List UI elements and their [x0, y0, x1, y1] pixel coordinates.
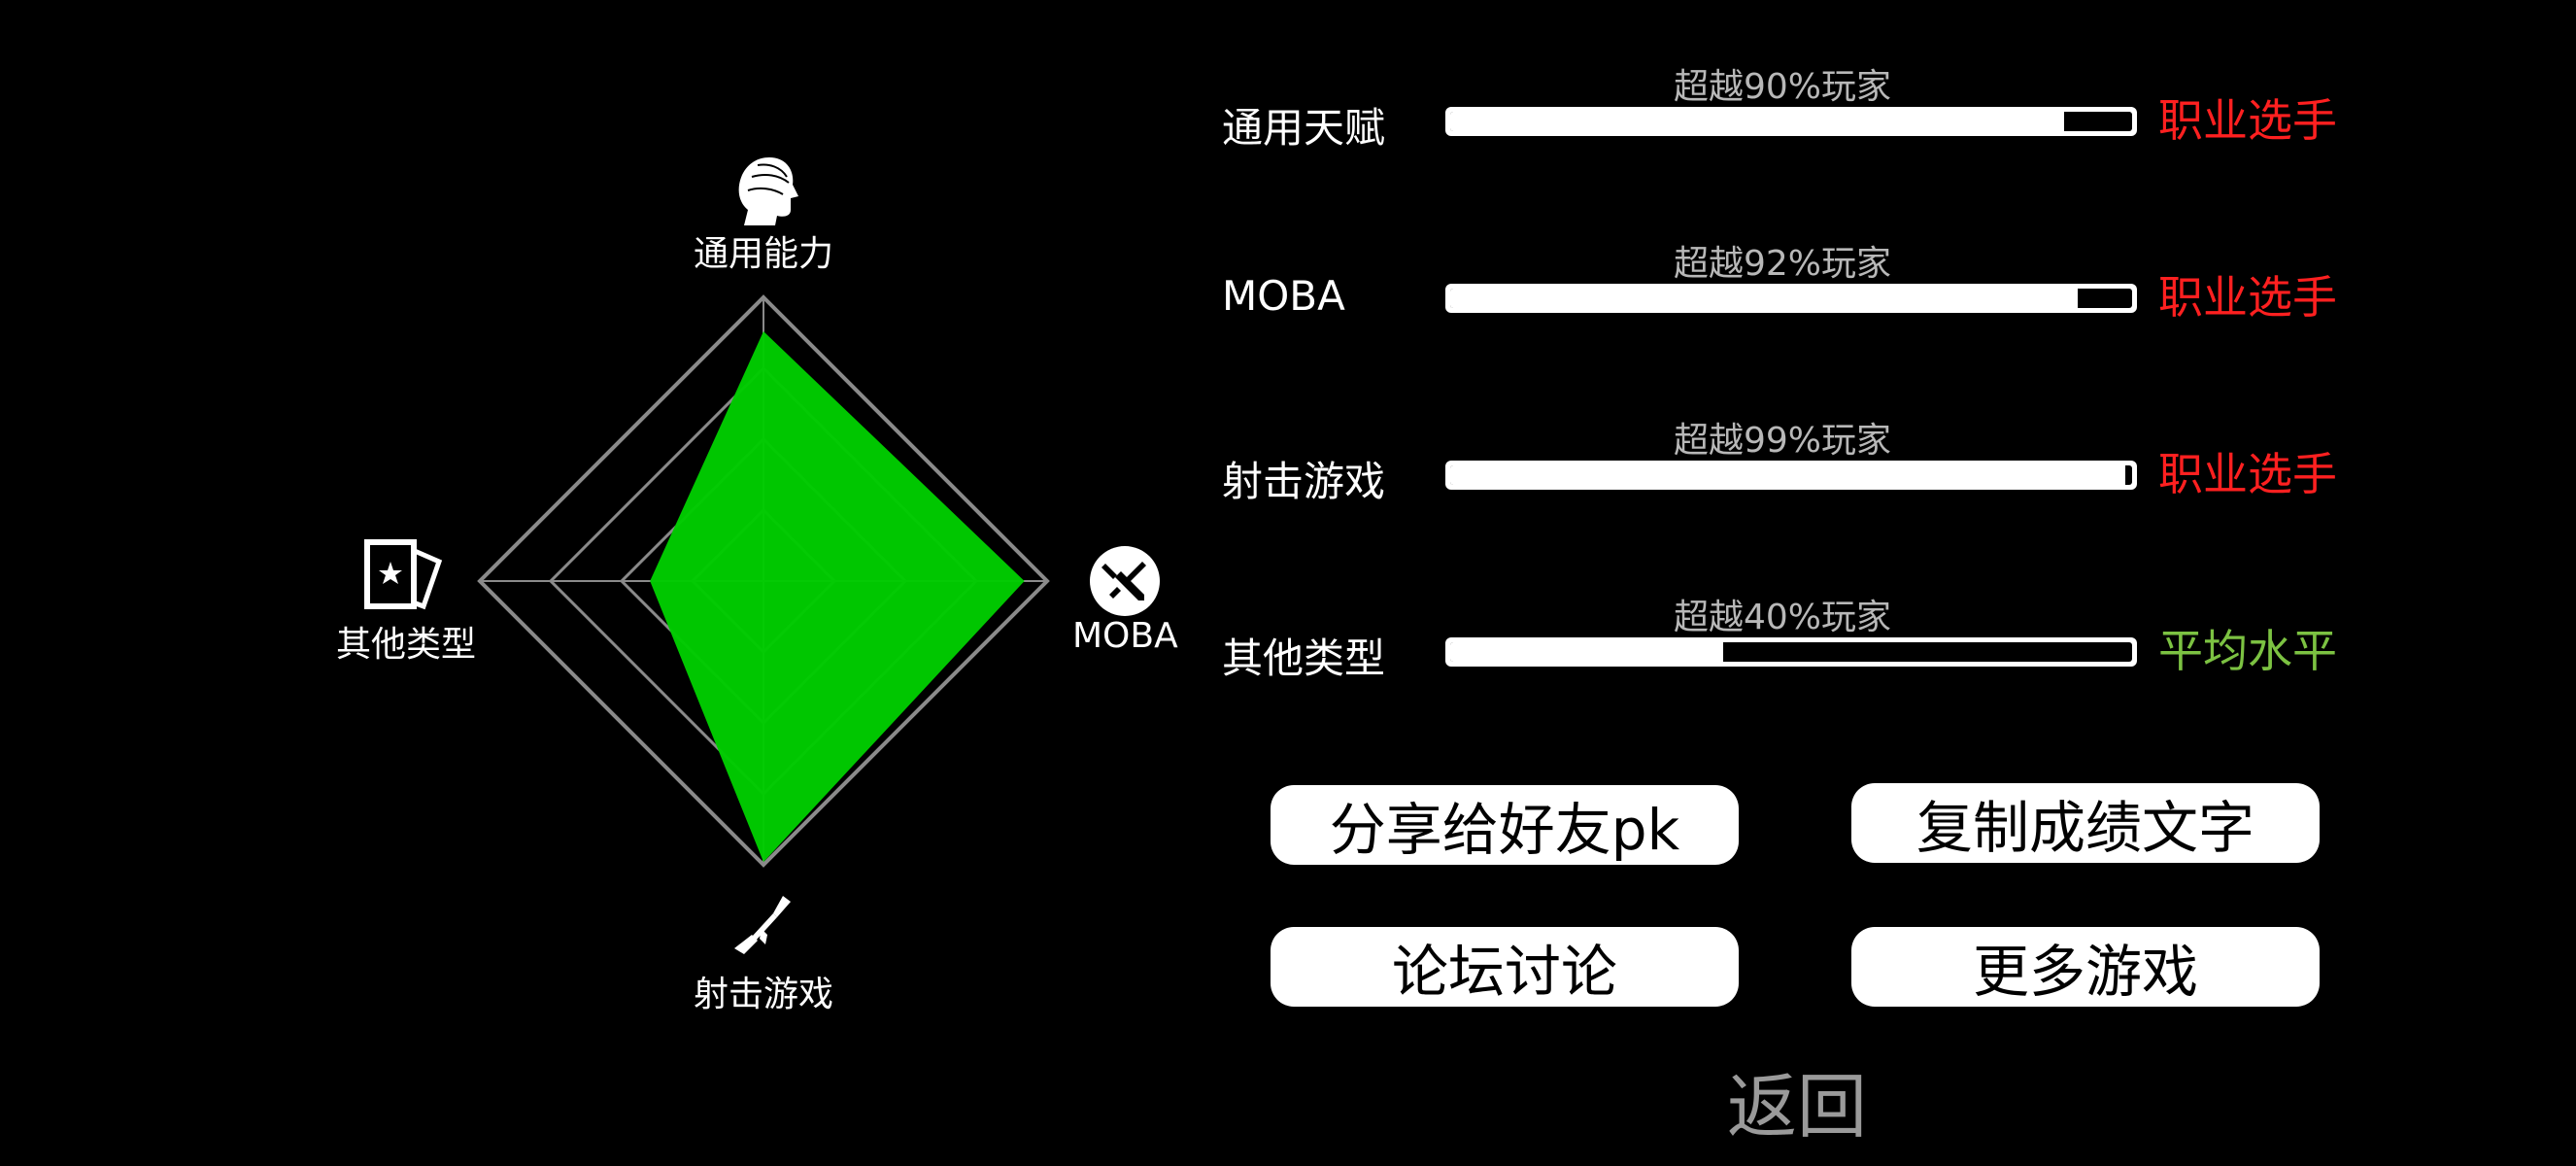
- stat-label: 其他类型: [1222, 634, 1386, 682]
- copy-result-button[interactable]: 复制成绩文字: [1851, 783, 2320, 863]
- stat-rank: 职业选手: [2158, 94, 2337, 147]
- stat-label: MOBA: [1222, 272, 1345, 320]
- share-pk-button[interactable]: 分享给好友pk: [1271, 785, 1739, 865]
- progress-bar: [1445, 107, 2137, 136]
- more-games-button[interactable]: 更多游戏: [1851, 927, 2320, 1007]
- stat-percent-text: 超越90%玩家: [1673, 67, 1892, 107]
- stat-label: 射击游戏: [1222, 458, 1386, 505]
- radar-chart: [477, 294, 1050, 868]
- stat-rank: 职业选手: [2158, 271, 2337, 324]
- forum-button[interactable]: 论坛讨论: [1271, 927, 1739, 1007]
- stat-percent-text: 超越40%玩家: [1673, 598, 1892, 637]
- stat-rank: 职业选手: [2158, 448, 2337, 500]
- stat-rank: 平均水平: [2158, 625, 2337, 677]
- progress-fill: [1450, 289, 2078, 308]
- star-cards-icon: [364, 539, 443, 610]
- stat-label: 通用天赋: [1222, 104, 1386, 152]
- radar-axis-label-general: 通用能力: [694, 234, 834, 274]
- progress-fill: [1450, 465, 2125, 485]
- radar-axis-label-moba: MOBA: [1072, 616, 1178, 656]
- progress-fill: [1450, 112, 2064, 131]
- rifle-icon: [734, 896, 791, 954]
- progress-bar: [1445, 637, 2137, 667]
- stat-percent-text: 超越92%玩家: [1673, 244, 1892, 284]
- progress-bar: [1445, 284, 2137, 313]
- radar-axis-label-other: 其他类型: [336, 625, 477, 665]
- progress-fill: [1450, 642, 1723, 662]
- back-button[interactable]: 返回: [1727, 1066, 1868, 1148]
- stat-percent-text: 超越99%玩家: [1673, 421, 1892, 461]
- progress-bar: [1445, 461, 2137, 490]
- radar-value-shape: [650, 331, 1025, 863]
- radar-axis-label-shooting: 射击游戏: [694, 975, 834, 1014]
- crossed-swords-icon: [1090, 546, 1160, 616]
- head-profile-icon: [738, 157, 798, 225]
